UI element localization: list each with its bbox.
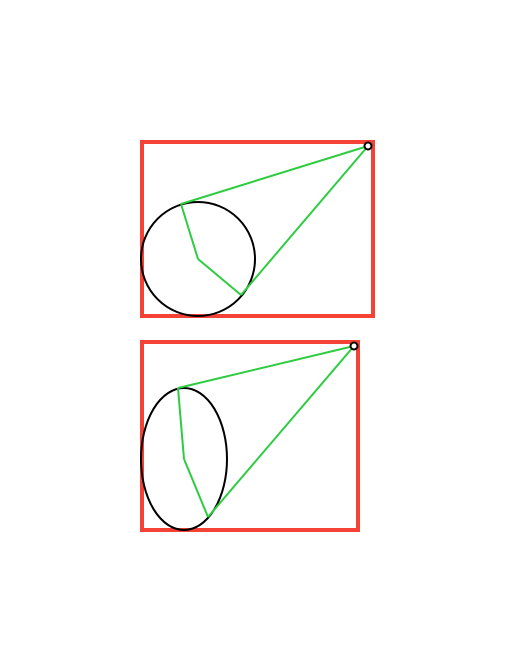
ellipse-panel-frame [140, 340, 360, 532]
ellipse-panel [140, 340, 360, 532]
center-line-lower [183, 458, 209, 518]
radius-line-lower [197, 258, 242, 296]
tangent-line-lower [207, 345, 355, 518]
ellipse-shape [140, 387, 228, 531]
external-point-marker [349, 341, 359, 351]
center-line-upper [177, 387, 185, 460]
circle-panel-frame [140, 140, 375, 318]
tangent-line-upper [177, 345, 355, 389]
circle-panel [140, 140, 375, 318]
radius-line-upper [180, 203, 199, 260]
circle-shape [140, 201, 256, 317]
external-point-marker [363, 141, 373, 151]
tangent-line-lower [240, 145, 369, 296]
tangent-line-upper [180, 145, 369, 205]
